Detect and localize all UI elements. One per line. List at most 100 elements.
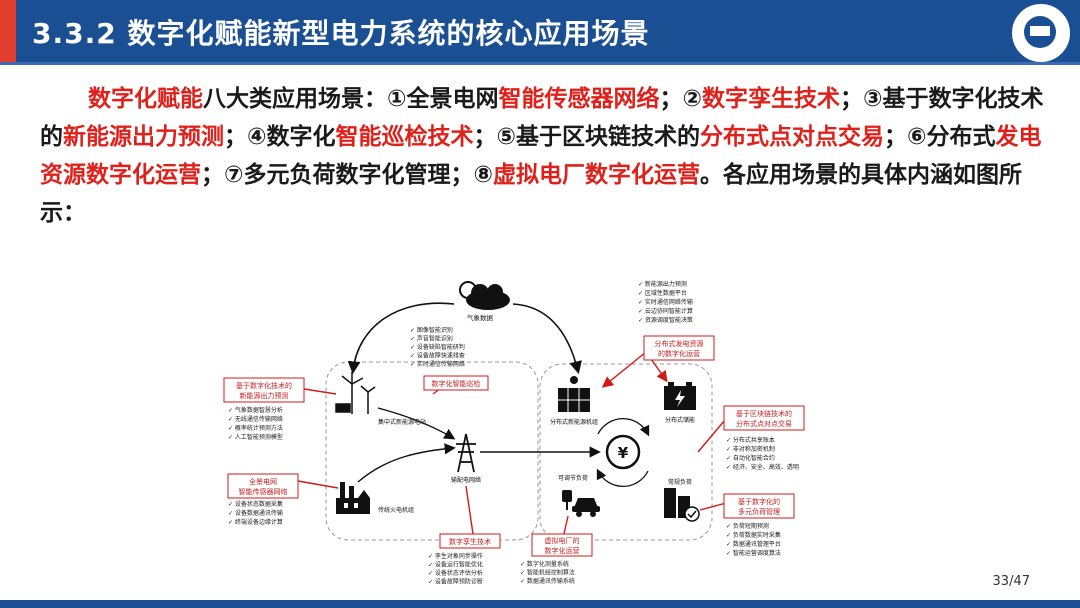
svg-text:数字孪生技术: 数字孪生技术 bbox=[449, 537, 491, 546]
bullet-item: ✓ 实时通信传输网络 bbox=[410, 360, 465, 368]
text-segment: 。各应用场景的具体内涵如图所示： bbox=[40, 162, 1022, 226]
load-box: 基于数字化的 多元负荷管理 bbox=[723, 493, 795, 519]
trading-hub-icon bbox=[596, 418, 650, 487]
svg-text:新能源出力预测: 新能源出力预测 bbox=[240, 391, 289, 400]
twin-box: 数字孪生技术 bbox=[439, 533, 501, 549]
bullet-item: ✓ 气象数据智慧分析 bbox=[228, 406, 283, 414]
bullet-item: ✓ 自动化智能合约 bbox=[726, 454, 775, 462]
weather-label: 气象数据 bbox=[467, 313, 494, 322]
bullet-item: ✓ 声音智能识别 bbox=[410, 335, 453, 343]
forecast-box: 基于数字化技术的 新能源出力预测 bbox=[223, 377, 305, 403]
bullet-item: ✓ 终端设备边缘计算 bbox=[228, 518, 283, 526]
footer-bar bbox=[0, 600, 1080, 608]
bullet-item: ✓ 数据通讯传输系统 bbox=[520, 577, 575, 585]
vpp-box: 虚拟电厂的 数字化运营 bbox=[531, 533, 593, 557]
bullet-item: ✓ 分布式共享账本 bbox=[726, 436, 775, 444]
grid-region bbox=[325, 361, 539, 541]
grid-label: 输配电网络 bbox=[451, 476, 481, 484]
svg-text:数字化运营: 数字化运营 bbox=[545, 546, 580, 555]
bullet-item: ✓ 负荷数据实时采集 bbox=[726, 531, 781, 539]
university-logo bbox=[1010, 2, 1072, 64]
bullet-item: ✓ 设备数据通讯传输 bbox=[228, 509, 283, 517]
text-segment: 智能巡检技术 bbox=[335, 124, 474, 150]
bullet-item: ✓ 经济、安全、高效、透明 bbox=[726, 463, 799, 471]
application-scenarios-diagram: 气象数据 集中式新能源电站 传统火电机组 输配电网络 分布式新能 bbox=[223, 280, 805, 586]
text-segment: ；⑥分布式 bbox=[883, 124, 996, 150]
text-segment: 数字孪生技术 bbox=[701, 86, 840, 112]
p2p-box: 基于区块链技术的 分布式点对点交易 bbox=[723, 405, 805, 431]
bullet-item: ✓ 非对称加密机制 bbox=[726, 445, 775, 453]
svg-text:基于数字化技术的: 基于数字化技术的 bbox=[236, 381, 292, 390]
text-segment: 智能传感器网络 bbox=[498, 86, 660, 112]
svg-text:多元负荷管理: 多元负荷管理 bbox=[738, 507, 780, 516]
bullet-item: ✓ 设备故障预防诊断 bbox=[428, 578, 483, 586]
bullet-item: ✓ 新能源出力预测 bbox=[638, 280, 687, 288]
battery-icon bbox=[664, 382, 696, 410]
bullet-item: ✓ 数据通讯管理平台 bbox=[726, 540, 781, 548]
text-segment: 八大类应用场景：①全景电网 bbox=[203, 86, 499, 112]
wind-turbine-icon bbox=[335, 372, 376, 414]
bullet-item: ✓ 人工智能预测模型 bbox=[228, 433, 283, 441]
yen-symbol: ¥ bbox=[618, 444, 629, 462]
bullet-item: ✓ 智能机组控制算法 bbox=[520, 569, 575, 577]
svg-text:分布式点对点交易: 分布式点对点交易 bbox=[736, 419, 792, 428]
text-segment: ；③基于数字化技术的 bbox=[40, 86, 1044, 150]
body-paragraph: 数字化赋能八大类应用场景：①全景电网智能传感器网络；②数字孪生技术；③基于数字化… bbox=[40, 80, 1050, 232]
bullet-item: ✓ 设备运行智能优化 bbox=[428, 561, 483, 569]
bullet-item: ✓ 设备状态评估分析 bbox=[428, 569, 483, 577]
svg-text:基于区块链技术的: 基于区块链技术的 bbox=[736, 409, 792, 418]
bullet-item: ✓ 资源调度智能决策 bbox=[638, 316, 693, 324]
bullet-item: ✓ 区域性数据平台 bbox=[638, 289, 687, 297]
text-segment: 发电资源数字化运营 bbox=[40, 124, 1042, 188]
svg-text:智能传感器网络: 智能传感器网络 bbox=[239, 487, 288, 496]
wind-to-grid-arrow bbox=[377, 407, 456, 440]
title-accent-bar bbox=[0, 0, 16, 62]
regular-load-label: 常规负荷 bbox=[668, 478, 692, 486]
bullet-item: ✓ 云边协同智能计算 bbox=[638, 307, 693, 315]
twin-callout-line bbox=[465, 485, 474, 535]
adjustable-load-label: 可调节负荷 bbox=[558, 474, 588, 482]
bullet-item: ✓ 负荷短期预测 bbox=[726, 522, 769, 530]
thermal-label: 传统火电机组 bbox=[378, 506, 414, 514]
text-segment: ；② bbox=[659, 86, 702, 112]
weather-cloud-icon bbox=[459, 281, 510, 310]
inspection-box: 数字化智能巡检 bbox=[423, 375, 489, 391]
bullet-item: ✓ 图像智能识别 bbox=[410, 326, 453, 334]
solar-panel-icon bbox=[558, 376, 590, 412]
bullet-item: ✓ 概率统计预测方法 bbox=[228, 424, 283, 432]
bullet-item: ✓ 设备状态数据采集 bbox=[228, 500, 283, 508]
bullet-item: ✓ 设备缺陷智能研判 bbox=[410, 343, 465, 351]
text-segment: ；⑦多元负荷数字化管理；⑧ bbox=[201, 162, 493, 188]
distributed-region bbox=[539, 363, 713, 541]
logo-book-icon bbox=[1030, 26, 1050, 36]
text-segment: ；④数字化 bbox=[224, 124, 336, 150]
svg-text:分布式发电资源: 分布式发电资源 bbox=[655, 339, 704, 348]
svg-text:虚拟电厂的: 虚拟电厂的 bbox=[545, 536, 580, 545]
dist-op-box: 分布式发电资源 的数字化运营 bbox=[643, 335, 715, 361]
thermal-to-grid-arrow bbox=[357, 443, 456, 483]
storage-label: 分布式储能 bbox=[665, 416, 695, 424]
bullet-item: ✓ 设备故障快速排查 bbox=[410, 352, 465, 360]
sensor-callout-line bbox=[297, 480, 339, 489]
text-segment: 新能源出力预测 bbox=[63, 124, 224, 150]
sensor-box: 全景电网 智能传感器网络 bbox=[227, 473, 299, 499]
building-icon bbox=[664, 488, 700, 522]
bullet-item: ✓ 孪生对象同步操作 bbox=[428, 552, 483, 560]
weather-to-solar-arrow bbox=[512, 303, 582, 375]
bullet-item: ✓ 智能运营调度算法 bbox=[726, 549, 781, 557]
slide-title: 3.3.2 数字化赋能新型电力系统的核心应用场景 bbox=[32, 17, 650, 50]
transmission-tower-icon bbox=[456, 433, 476, 473]
bullet-item: ✓ 实时通信网络传输 bbox=[638, 298, 693, 306]
thermal-plant-icon bbox=[336, 482, 370, 514]
dist-gen-label: 分布式新能源机组 bbox=[550, 418, 598, 426]
text-segment: ；⑤基于区块链技术的 bbox=[473, 124, 700, 150]
svg-text:的数字化运营: 的数字化运营 bbox=[658, 349, 700, 358]
bullet-item: ✓ 数字化测量系统 bbox=[520, 560, 569, 568]
title-bar: 3.3.2 数字化赋能新型电力系统的核心应用场景 bbox=[0, 0, 1080, 64]
dist-op-callout-line bbox=[601, 351, 647, 388]
wind-station-label: 集中式新能源电站 bbox=[378, 418, 426, 426]
text-segment: 数字化赋能 bbox=[88, 86, 203, 112]
svg-text:数字化智能巡检: 数字化智能巡检 bbox=[432, 379, 481, 388]
bullet-item: ✓ 无线通信传输网络 bbox=[228, 415, 283, 423]
page-number: 33/47 bbox=[992, 574, 1030, 589]
